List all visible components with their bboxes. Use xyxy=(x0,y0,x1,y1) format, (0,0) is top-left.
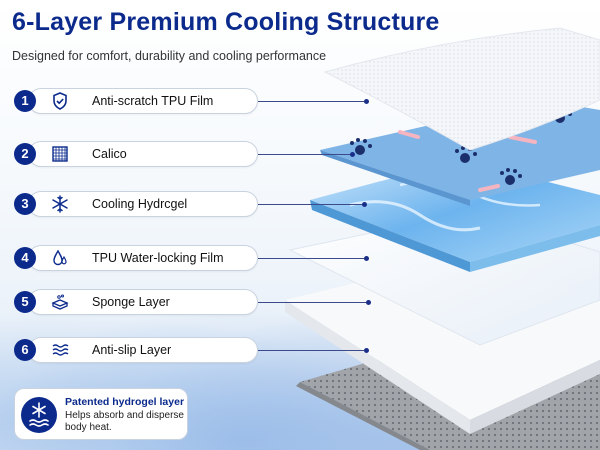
connector-line-1 xyxy=(258,101,366,102)
connector-dot-6 xyxy=(364,348,369,353)
connector-dot-1 xyxy=(364,99,369,104)
layer-label: TPU Water-locking Film xyxy=(92,251,224,265)
layer-row-3: 3 Cooling Hydrcgel xyxy=(14,191,258,217)
connector-line-4 xyxy=(258,258,366,259)
note-text: Helps absorb and disperse body heat. xyxy=(65,410,184,433)
layer-label: Sponge Layer xyxy=(92,295,170,309)
layer-row-4: 4 TPU Water-locking Film xyxy=(14,245,258,271)
layer-number-badge: 5 xyxy=(14,291,36,313)
shield-icon xyxy=(50,91,70,111)
layer-row-6: 6 Anti-slip Layer xyxy=(14,337,258,363)
waves-icon xyxy=(50,340,70,360)
layer-label: Cooling Hydrcgel xyxy=(92,197,188,211)
layer-row-5: 5 Sponge Layer xyxy=(14,289,258,315)
water-drops-icon xyxy=(50,248,70,268)
connector-line-6 xyxy=(258,350,366,351)
layer-pill xyxy=(28,337,258,363)
layer-row-1: 1 Anti-scratch TPU Film xyxy=(14,88,258,114)
layer-label: Anti-scratch TPU Film xyxy=(92,94,214,108)
note-title: Patented hydrogel layer xyxy=(65,396,185,408)
layer-number-badge: 2 xyxy=(14,143,36,165)
layer-number-badge: 1 xyxy=(14,90,36,112)
layer-number-badge: 6 xyxy=(14,339,36,361)
patented-hydrogel-note: Patented hydrogel layer Helps absorb and… xyxy=(14,388,188,440)
layer-pill xyxy=(28,245,258,271)
layer-number-badge: 4 xyxy=(14,247,36,269)
layer-pill xyxy=(28,289,258,315)
sponge-icon xyxy=(50,292,70,312)
connector-line-3 xyxy=(258,204,364,205)
connector-dot-5 xyxy=(366,300,371,305)
page-title: 6-Layer Premium Cooling Structure xyxy=(12,8,440,36)
fabric-grid-icon xyxy=(50,144,70,164)
page-subtitle: Designed for comfort, durability and coo… xyxy=(12,49,327,63)
layer-label: Calico xyxy=(92,147,127,161)
connector-dot-3 xyxy=(362,202,367,207)
anti-scratch-tpu-film-shape xyxy=(323,27,600,151)
connector-dot-4 xyxy=(364,256,369,261)
layer-label: Anti-slip Layer xyxy=(92,343,172,357)
connector-line-5 xyxy=(258,302,368,303)
connector-dot-2 xyxy=(350,152,355,157)
layer-number-badge: 3 xyxy=(14,193,36,215)
layer-row-2: 2 Calico xyxy=(14,141,258,167)
layer-pill xyxy=(28,191,258,217)
connector-line-2 xyxy=(258,154,352,155)
snowflake-waves-icon xyxy=(21,397,57,433)
snowflake-icon xyxy=(50,194,70,214)
